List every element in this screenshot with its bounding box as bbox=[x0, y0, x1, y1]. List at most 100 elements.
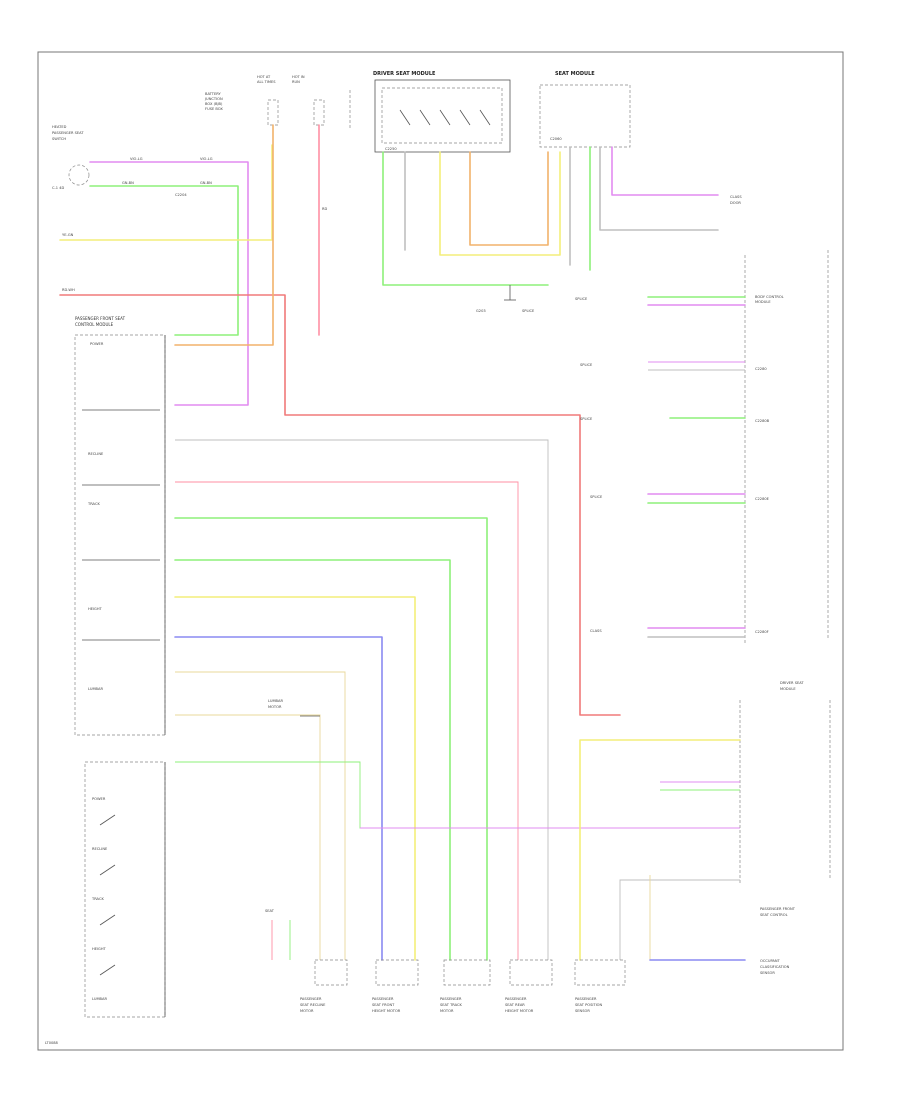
lumbar-motor-bottom: SEAT bbox=[265, 909, 291, 960]
lumbar-motor: LUMBAR MOTOR bbox=[268, 699, 320, 717]
svg-text:PASSENGER FRONT: PASSENGER FRONT bbox=[760, 907, 796, 911]
svg-text:VIO-LG: VIO-LG bbox=[130, 157, 143, 161]
svg-text:SPLICE: SPLICE bbox=[575, 297, 588, 301]
body-control-module-top: SEAT MODULE C2060 bbox=[539, 71, 631, 148]
wire-grey-out-1 bbox=[175, 439, 549, 960]
footer-code: LT0088 bbox=[45, 1041, 59, 1045]
wire-green-top bbox=[89, 185, 239, 336]
svg-text:C2280F: C2280F bbox=[755, 630, 769, 634]
wire-orange-fuse bbox=[174, 124, 274, 346]
svg-text:SPLICE: SPLICE bbox=[522, 309, 535, 313]
wire-yellow-top bbox=[59, 144, 273, 241]
wire-green-out-9 bbox=[175, 761, 740, 829]
passenger-seat-switch: POWER RECLINE TRACK HEIGHT LUMBAR bbox=[84, 761, 166, 1018]
fuse-block: HOT AT ALL TIMES HOT IN RUN BATTERY JUNC… bbox=[204, 75, 351, 130]
svg-text:GN-BN: GN-BN bbox=[200, 181, 212, 185]
svg-text:HEIGHT: HEIGHT bbox=[92, 947, 107, 951]
svg-text:LUMBAR: LUMBAR bbox=[92, 997, 107, 1001]
svg-text:RECLINE: RECLINE bbox=[92, 847, 108, 851]
svg-text:MOTOR: MOTOR bbox=[300, 1009, 314, 1013]
seat-heater-switch: HEATED PASSENGER SEAT SWITCH C-1 4D bbox=[52, 125, 90, 190]
svg-text:ALL TIMES: ALL TIMES bbox=[257, 80, 276, 84]
svg-text:TRACK: TRACK bbox=[87, 502, 100, 506]
wire-tan-out-7 bbox=[175, 671, 346, 960]
wire-blue-out-6 bbox=[174, 636, 383, 961]
svg-text:SWITCH: SWITCH bbox=[52, 137, 66, 141]
svg-text:DRIVER SEAT MODULE: DRIVER SEAT MODULE bbox=[373, 71, 436, 77]
svg-text:DRIVER SEAT: DRIVER SEAT bbox=[780, 681, 804, 685]
svg-text:JUNCTION: JUNCTION bbox=[204, 97, 223, 101]
wire-yellow-mem bbox=[439, 151, 561, 256]
svg-text:RECLINE: RECLINE bbox=[88, 452, 104, 456]
seat-motor-4: PASSENGER SEAT REAR HEIGHT MOTOR bbox=[505, 959, 553, 1013]
wire-violet-top-right bbox=[611, 146, 719, 196]
svg-text:OCCUPANT: OCCUPANT bbox=[760, 959, 781, 963]
svg-text:MODULE: MODULE bbox=[780, 687, 796, 691]
svg-text:RUN: RUN bbox=[292, 80, 300, 84]
wire-tan-out-8 bbox=[175, 714, 321, 960]
svg-text:HEIGHT: HEIGHT bbox=[88, 607, 103, 611]
svg-text:C-1 4D: C-1 4D bbox=[52, 186, 65, 190]
wire-red-main bbox=[59, 294, 621, 716]
wire-green-mem bbox=[382, 151, 549, 286]
passenger-seat-module: PASSENGER FRONT SEAT CONTROL MODULE POWE… bbox=[74, 316, 166, 736]
svg-text:SEAT REAR: SEAT REAR bbox=[505, 1003, 525, 1007]
svg-text:MODULE: MODULE bbox=[755, 300, 771, 304]
svg-text:C2280E: C2280E bbox=[755, 497, 770, 501]
svg-text:HEIGHT MOTOR: HEIGHT MOTOR bbox=[372, 1009, 401, 1013]
svg-text:SEAT RECLINE: SEAT RECLINE bbox=[300, 1003, 326, 1007]
svg-text:BOX (BJB): BOX (BJB) bbox=[205, 102, 223, 106]
svg-text:RD-WH: RD-WH bbox=[62, 288, 75, 292]
svg-text:BODY CONTROL: BODY CONTROL bbox=[755, 295, 784, 299]
svg-text:C2060: C2060 bbox=[550, 137, 562, 141]
svg-text:GN-BN: GN-BN bbox=[122, 181, 134, 185]
wire-green-out-3 bbox=[174, 517, 488, 961]
svg-text:C2280: C2280 bbox=[755, 367, 767, 371]
svg-text:CLASSIFICATION: CLASSIFICATION bbox=[760, 965, 790, 969]
wire-yellow-rcm bbox=[579, 739, 741, 961]
svg-text:HEATED: HEATED bbox=[52, 125, 67, 129]
svg-text:MOTOR: MOTOR bbox=[440, 1009, 454, 1013]
svg-text:SPLICE: SPLICE bbox=[590, 495, 603, 499]
rcm: DRIVER SEAT MODULE PASSENGER FRONT SEAT … bbox=[739, 681, 831, 917]
svg-text:PASSENGER: PASSENGER bbox=[575, 997, 597, 1001]
svg-text:CLASS: CLASS bbox=[730, 195, 742, 199]
seat-motor-3: PASSENGER SEAT TRACK MOTOR bbox=[440, 959, 491, 1013]
svg-text:HOT AT: HOT AT bbox=[257, 75, 271, 79]
wire-grey-top-right-2 bbox=[599, 146, 719, 231]
svg-text:HOT IN: HOT IN bbox=[292, 75, 305, 79]
svg-text:SEAT CONTROL: SEAT CONTROL bbox=[760, 913, 788, 917]
svg-text:SEAT: SEAT bbox=[265, 909, 275, 913]
seat-motor-5: PASSENGER SEAT POSITION SENSOR bbox=[574, 959, 626, 1013]
svg-text:PASSENGER: PASSENGER bbox=[505, 997, 527, 1001]
svg-text:SPLICE: SPLICE bbox=[580, 417, 593, 421]
svg-text:CLASS: CLASS bbox=[590, 629, 602, 633]
svg-text:SEAT MODULE: SEAT MODULE bbox=[555, 71, 595, 77]
seat-motor-2: PASSENGER SEAT FRONT HEIGHT MOTOR bbox=[372, 959, 419, 1013]
svg-text:PASSENGER: PASSENGER bbox=[372, 997, 394, 1001]
svg-text:SENSOR: SENSOR bbox=[575, 1009, 590, 1013]
memory-module: DRIVER SEAT MODULE C2250 bbox=[373, 71, 511, 153]
svg-text:CONTROL MODULE: CONTROL MODULE bbox=[75, 322, 114, 327]
svg-text:C2280B: C2280B bbox=[755, 419, 770, 423]
wire-grey-rcm-2 bbox=[619, 879, 740, 960]
svg-text:RD: RD bbox=[322, 207, 327, 211]
svg-text:LUMBAR: LUMBAR bbox=[88, 687, 103, 691]
ground-symbol: G203 SPLICE bbox=[476, 285, 535, 313]
occupant-sensor: OCCUPANT CLASSIFICATION SENSOR bbox=[649, 959, 790, 975]
svg-text:POWER: POWER bbox=[92, 797, 106, 801]
wire-orange-mem bbox=[469, 151, 549, 246]
svg-text:SEAT FRONT: SEAT FRONT bbox=[372, 1003, 395, 1007]
wire-green-out-4 bbox=[174, 559, 451, 961]
svg-text:SEAT POSITION: SEAT POSITION bbox=[575, 1003, 602, 1007]
wire-violet-top bbox=[89, 161, 249, 406]
svg-text:POWER: POWER bbox=[90, 342, 104, 346]
seat-motor-1: PASSENGER SEAT RECLINE MOTOR bbox=[300, 959, 348, 1013]
wire-yellow-out-5 bbox=[174, 596, 416, 961]
svg-text:BATTERY: BATTERY bbox=[205, 92, 222, 96]
svg-text:VIO-LG: VIO-LG bbox=[200, 157, 213, 161]
svg-text:PASSENGER FRONT SEAT: PASSENGER FRONT SEAT bbox=[75, 316, 126, 321]
svg-text:C2204: C2204 bbox=[175, 193, 187, 197]
svg-text:YE-GN: YE-GN bbox=[62, 233, 74, 237]
